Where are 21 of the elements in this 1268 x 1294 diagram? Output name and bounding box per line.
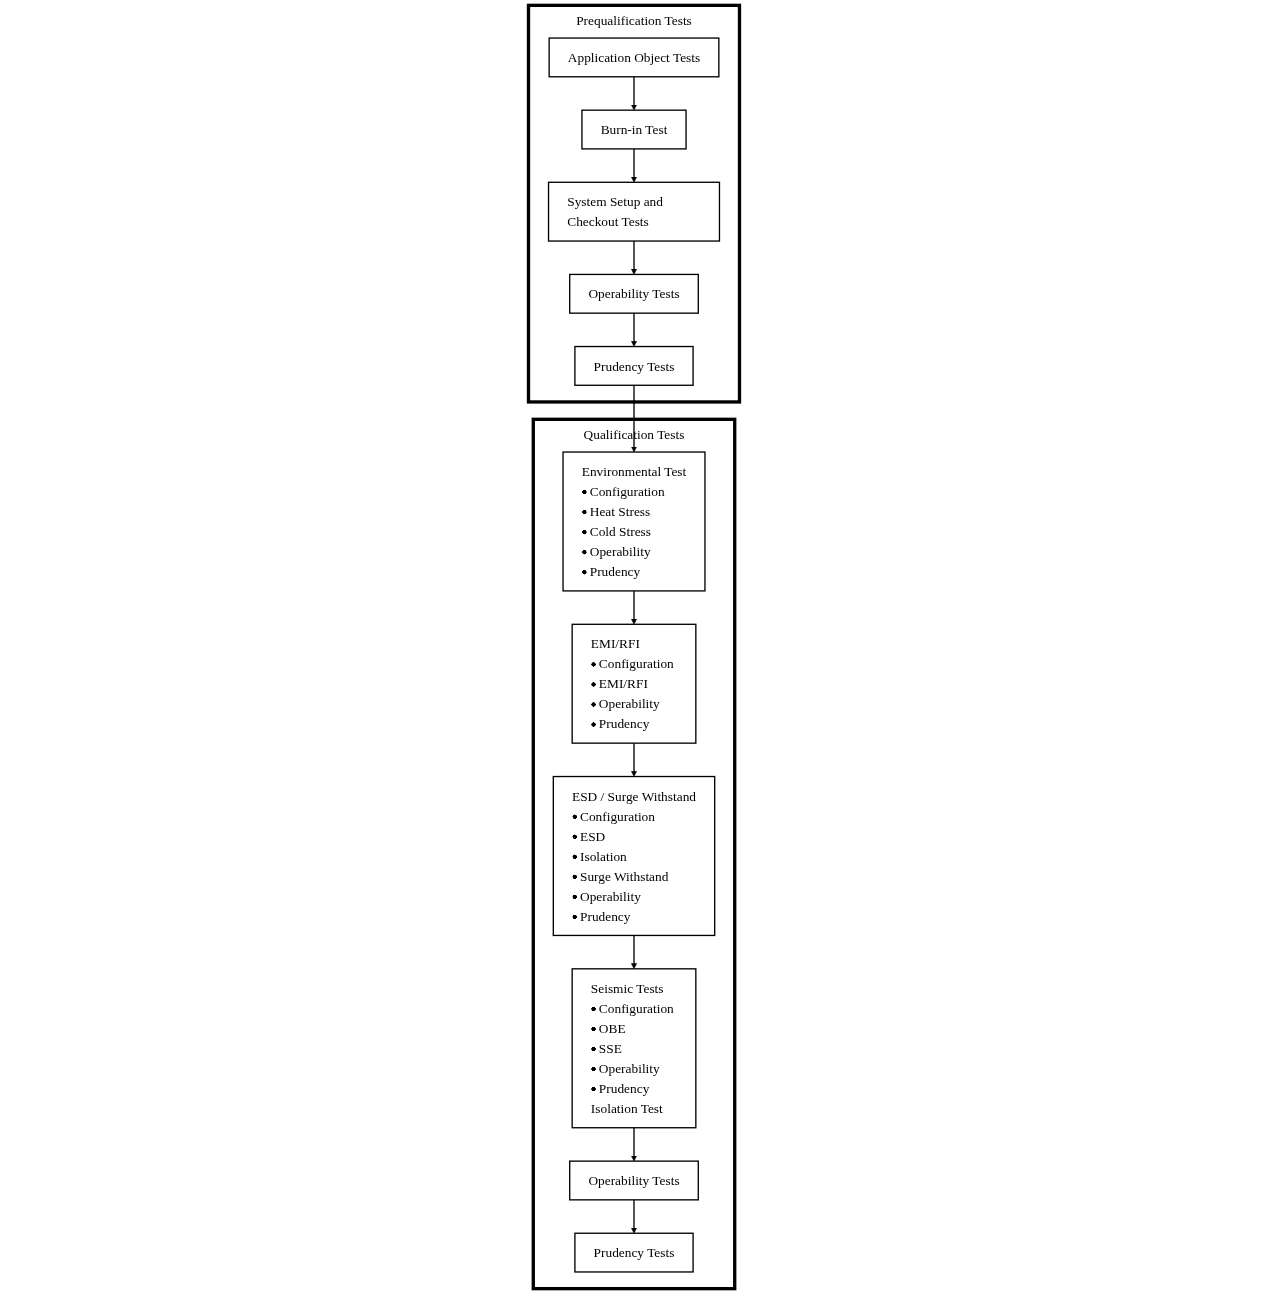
node-box: Prudency Tests bbox=[574, 345, 694, 386]
arrow bbox=[631, 148, 637, 183]
node-box: Application Object Tests bbox=[548, 37, 720, 78]
node-box: ESD / Surge Withstand Configuration ESD Isolation Surge Withstand Operability Prudency bbox=[552, 775, 716, 937]
node-box: System Setup and Checkout Tests bbox=[547, 181, 721, 242]
node-box: Seismic Tests Configuration OBE SSE Operability Prudency Isolation Test bbox=[571, 968, 697, 1129]
node-box: Operability Tests bbox=[569, 1160, 699, 1201]
arrow bbox=[631, 76, 637, 111]
arrow bbox=[631, 240, 637, 275]
arrow bbox=[631, 934, 637, 970]
node-box: Operability Tests bbox=[569, 273, 699, 314]
arrow bbox=[631, 590, 637, 625]
node-box: Environmental Test Configuration Heat Stress Cold Stress Operability Prudency bbox=[562, 451, 706, 592]
node-box: EMI/RFI Configuration EMI/RFI Operability Prudency bbox=[571, 623, 697, 744]
node-box: Prudency Tests bbox=[574, 1232, 694, 1273]
arrow bbox=[631, 742, 637, 777]
node-box: Burn-in Test bbox=[581, 109, 687, 150]
arrow bbox=[631, 1127, 637, 1162]
arrow bbox=[631, 384, 637, 453]
arrow bbox=[631, 1199, 637, 1234]
arrow bbox=[631, 312, 637, 347]
